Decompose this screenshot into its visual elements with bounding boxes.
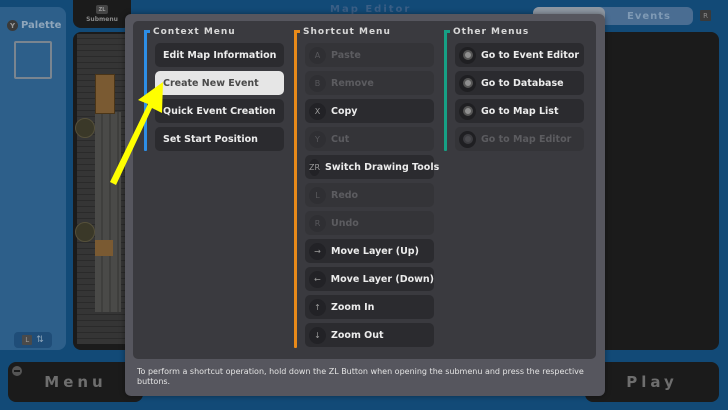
shortcut-item-move-layer-down[interactable]: ← Move Layer (Down) — [305, 267, 434, 291]
window-title: Map Editor — [330, 4, 412, 15]
submenu-label: Submenu — [86, 16, 118, 23]
menu-item-edit-map-information[interactable]: Edit Map Information — [155, 43, 284, 67]
menu-item-go-to-map-editor[interactable]: Go to Map Editor — [455, 127, 584, 151]
item-label: Go to Map List — [481, 105, 559, 117]
map-chest-sprite — [95, 240, 113, 256]
menu-button[interactable]: Menu — [8, 362, 143, 402]
item-label: Go to Event Editor — [481, 49, 580, 61]
shortcut-accent-bar — [294, 30, 300, 348]
item-label: Go to Database — [481, 77, 564, 89]
item-label: Move Layer (Down) — [330, 273, 434, 285]
map-editor-icon — [459, 130, 476, 148]
shortcut-item-zoom-out[interactable]: ↓ Zoom Out — [305, 323, 434, 347]
menu-item-quick-event-creation[interactable]: Quick Event Creation — [155, 99, 284, 123]
y-button-icon: Y — [7, 20, 18, 31]
event-editor-icon — [459, 46, 476, 64]
item-label: Zoom In — [331, 301, 375, 313]
other-menus-section: Other Menus Go to Event Editor Go to Dat… — [444, 27, 589, 357]
a-button-icon: A — [309, 46, 326, 64]
palette-panel: Y Palette L ⇅ — [0, 7, 66, 350]
play-button[interactable]: Play — [585, 362, 719, 402]
menu-item-go-to-event-editor[interactable]: Go to Event Editor — [455, 43, 584, 67]
play-label: Play — [626, 373, 678, 391]
dpad-left-icon: ← — [309, 270, 326, 288]
map-list-icon — [459, 102, 476, 120]
item-label: Cut — [331, 133, 350, 145]
shortcut-menu-title: Shortcut Menu — [303, 27, 391, 37]
shortcut-item-redo[interactable]: L Redo — [305, 183, 434, 207]
item-label: Edit Map Information — [163, 49, 277, 61]
shortcut-item-switch-drawing-tools[interactable]: ZR Switch Drawing Tools — [305, 155, 439, 179]
context-menu-section: Context Menu Edit Map Information Create… — [144, 27, 289, 357]
context-menu-title: Context Menu — [153, 27, 236, 37]
item-label: Go to Map Editor — [481, 133, 572, 145]
other-accent-bar — [444, 30, 450, 151]
swap-icon: ⇅ — [36, 335, 44, 345]
zr-button-icon: ZR — [309, 158, 321, 176]
shortcut-item-cut[interactable]: Y Cut — [305, 127, 434, 151]
minus-button-icon — [12, 366, 22, 376]
submenu-tab[interactable]: ZL Submenu — [73, 0, 131, 28]
shortcut-item-move-layer-up[interactable]: → Move Layer (Up) — [305, 239, 434, 263]
l-button-icon: L — [309, 186, 326, 204]
map-rug-sprite — [75, 118, 95, 138]
b-button-icon: B — [309, 74, 326, 92]
menu-item-set-start-position[interactable]: Set Start Position — [155, 127, 284, 151]
zl-button-icon: ZL — [96, 5, 108, 14]
palette-header[interactable]: Y Palette — [7, 20, 61, 31]
submenu-content: Context Menu Edit Map Information Create… — [133, 21, 596, 359]
right-panel — [596, 32, 719, 350]
item-label: Paste — [331, 49, 361, 61]
item-label: Undo — [331, 217, 359, 229]
r-button-icon: R — [700, 10, 711, 21]
dpad-up-icon: ↑ — [309, 298, 326, 316]
shortcut-hint: To perform a shortcut operation, hold do… — [137, 367, 584, 386]
item-label: Copy — [331, 105, 358, 117]
map-rug-sprite — [75, 222, 95, 242]
dpad-right-icon: → — [309, 242, 326, 260]
context-accent-bar — [144, 30, 150, 151]
shortcut-item-zoom-in[interactable]: ↑ Zoom In — [305, 295, 434, 319]
shortcut-item-copy[interactable]: X Copy — [305, 99, 434, 123]
layer-toggle[interactable]: L ⇅ — [14, 332, 52, 348]
item-label: Remove — [331, 77, 374, 89]
menu-item-go-to-map-list[interactable]: Go to Map List — [455, 99, 584, 123]
item-label: Move Layer (Up) — [331, 245, 419, 257]
y-button-icon: Y — [309, 130, 326, 148]
item-label: Redo — [331, 189, 359, 201]
item-label: Quick Event Creation — [163, 105, 276, 117]
shortcut-item-remove[interactable]: B Remove — [305, 71, 434, 95]
shortcut-item-undo[interactable]: R Undo — [305, 211, 434, 235]
palette-label: Palette — [21, 20, 62, 31]
palette-selection-box[interactable] — [14, 41, 52, 79]
tab-events[interactable]: Events — [627, 10, 671, 22]
item-label: Set Start Position — [163, 133, 258, 145]
x-button-icon: X — [309, 102, 326, 120]
other-menus-title: Other Menus — [453, 27, 530, 37]
dpad-down-icon: ↓ — [309, 326, 326, 344]
shortcut-item-paste[interactable]: A Paste — [305, 43, 434, 67]
submenu-popup: Context Menu Edit Map Information Create… — [125, 14, 605, 396]
item-label: Switch Drawing Tools — [325, 161, 440, 173]
r-button-icon: R — [309, 214, 326, 232]
l-button-icon: L — [22, 335, 33, 345]
menu-item-create-new-event[interactable]: Create New Event — [155, 71, 284, 95]
item-label: Zoom Out — [331, 329, 384, 341]
database-icon — [459, 74, 476, 92]
item-label: Create New Event — [163, 77, 259, 89]
menu-item-go-to-database[interactable]: Go to Database — [455, 71, 584, 95]
menu-label: Menu — [44, 373, 107, 391]
